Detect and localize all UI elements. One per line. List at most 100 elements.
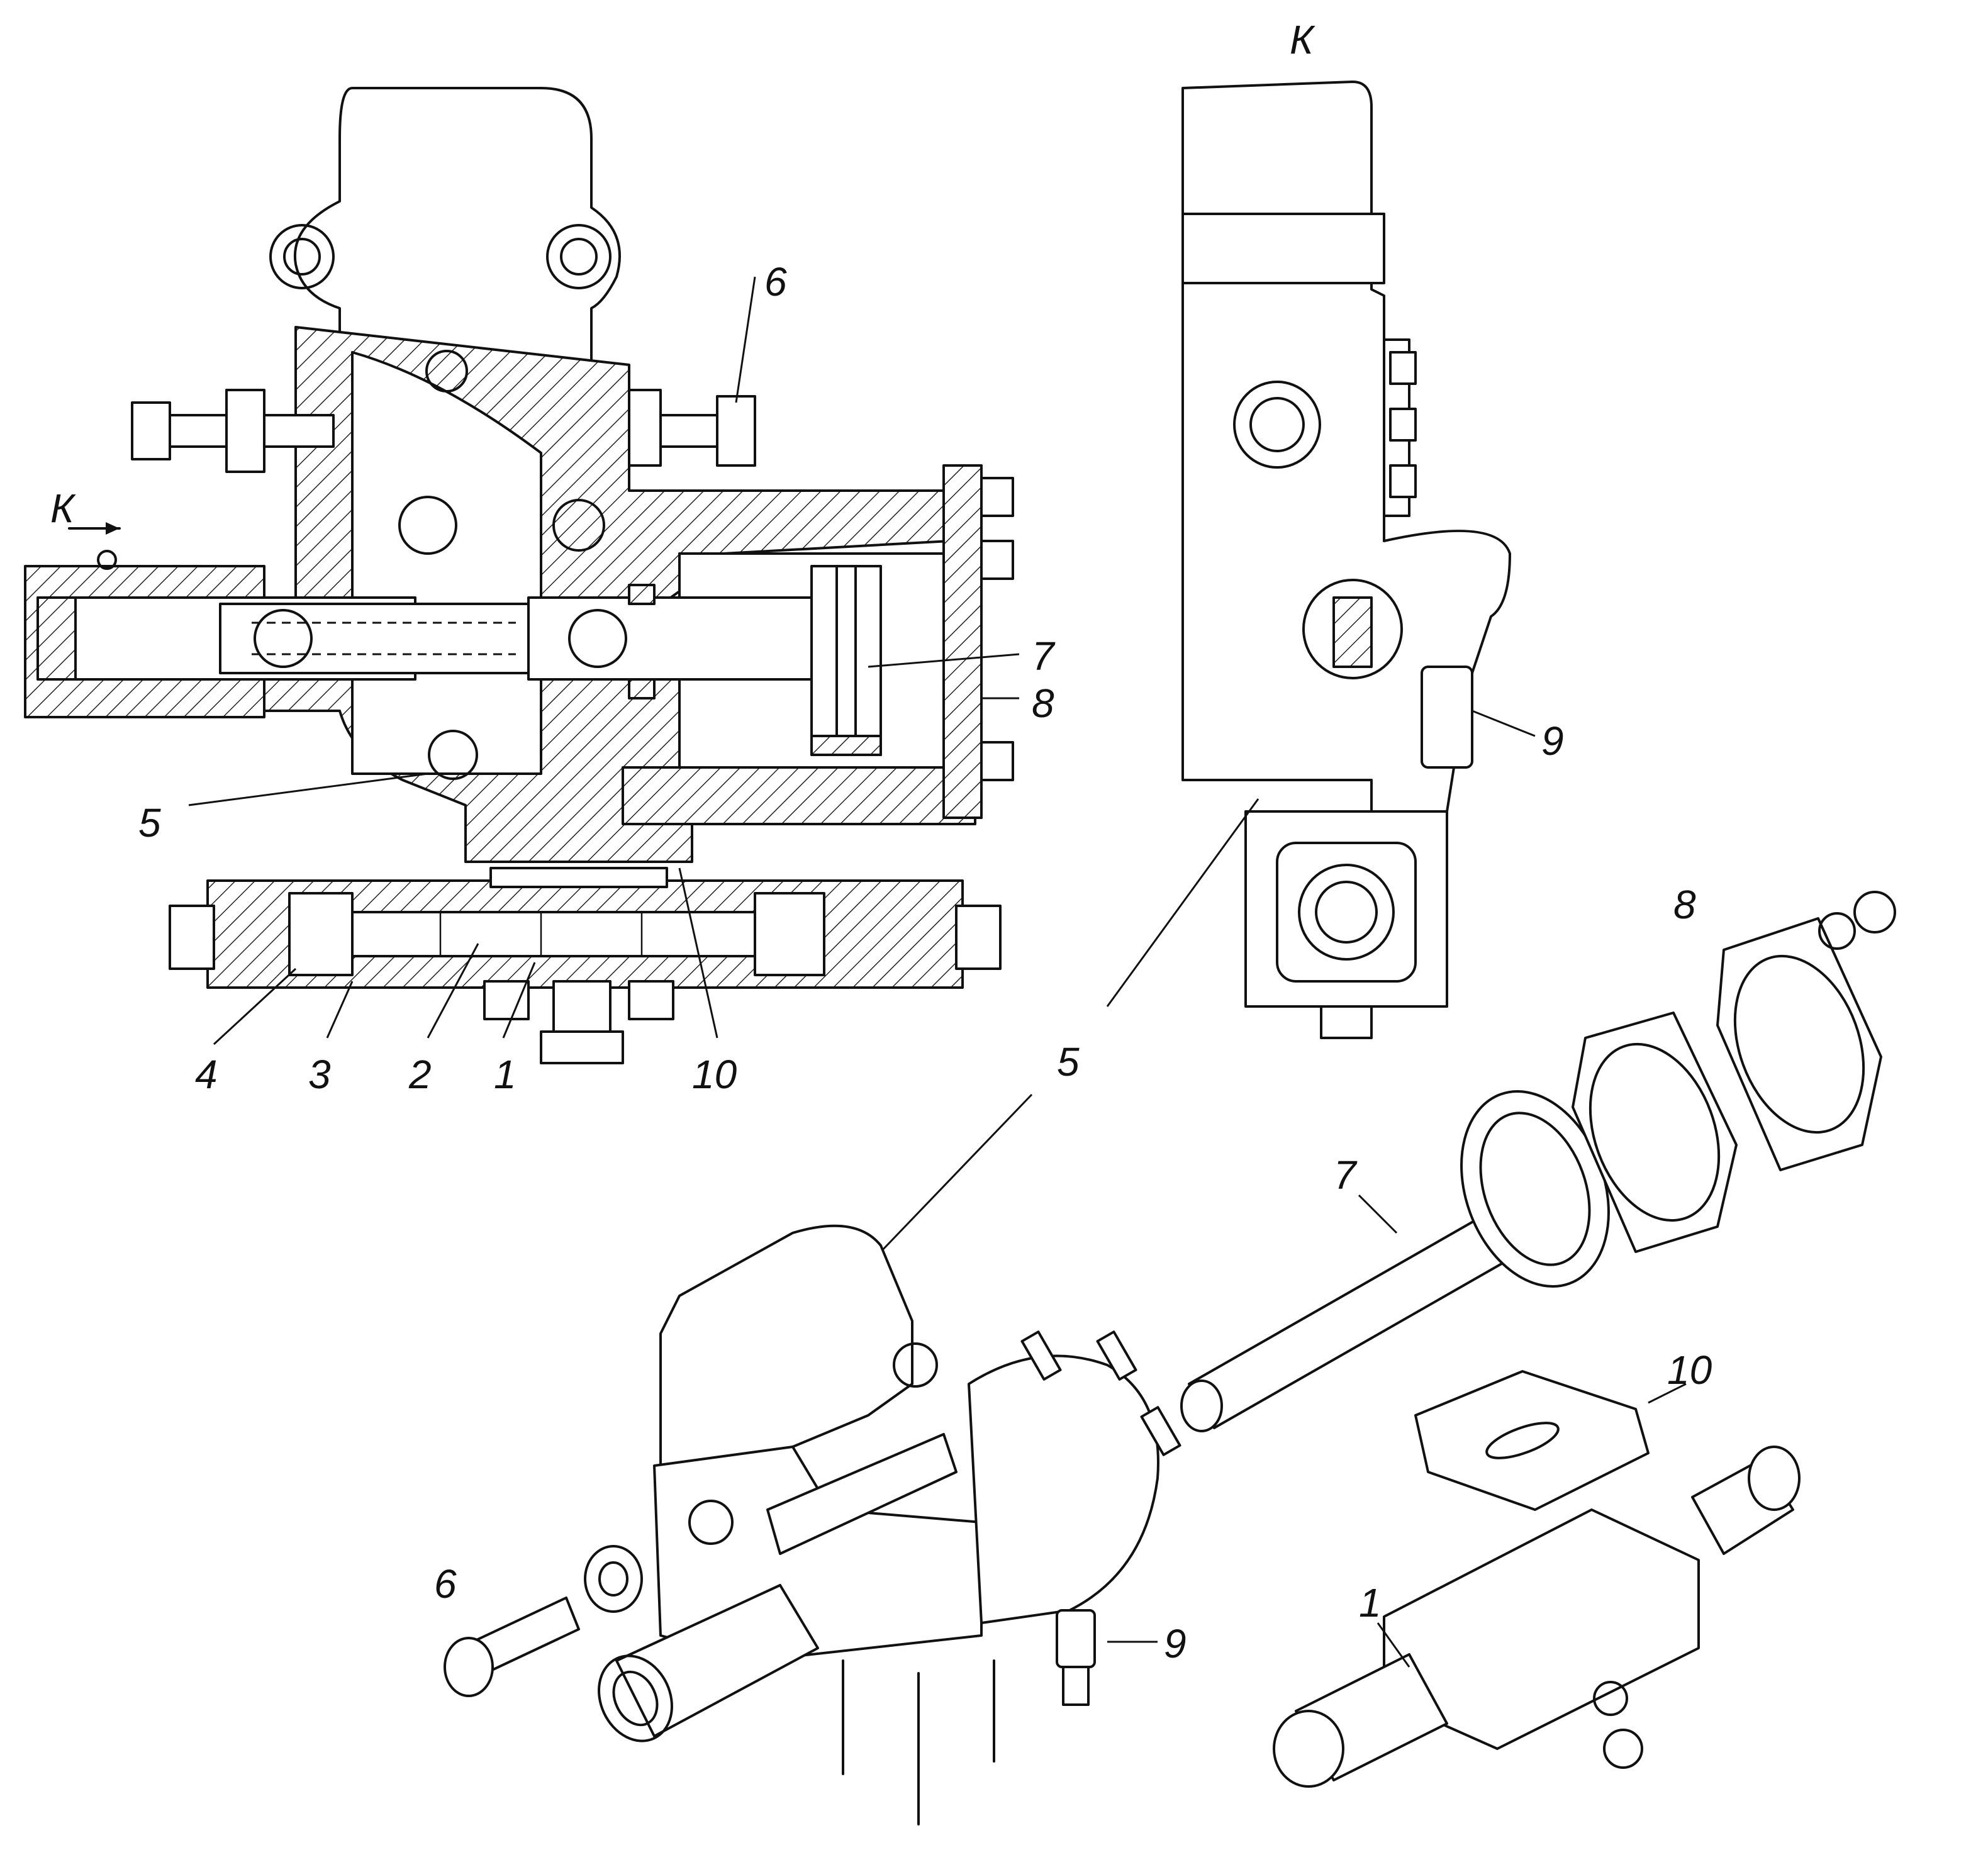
exploded-gasket — [1572, 1012, 1738, 1253]
bracket-hole-left — [269, 224, 335, 289]
leader-7 — [868, 653, 1020, 668]
exploded-callout-8: 8 — [1673, 882, 1696, 927]
exploded-cover-8 — [1716, 917, 1882, 1171]
exploded-piston-7 — [1180, 1090, 1610, 1432]
side-nut-inner — [1249, 397, 1305, 452]
exploded-shaft-tube — [615, 1584, 819, 1737]
valve-block — [169, 867, 1002, 1064]
lower-wall — [622, 766, 976, 825]
exploded-leader-1 — [1377, 1622, 1410, 1668]
leader-6 — [735, 276, 756, 403]
exploded-callout-5: 5 — [1057, 1039, 1080, 1084]
pin-left — [254, 609, 313, 668]
exploded-housing — [659, 1224, 913, 1486]
exploded-leader-10 — [1648, 1383, 1687, 1404]
side-valve-plate — [1276, 842, 1417, 983]
cylinder-stud-3 — [1140, 1406, 1181, 1456]
leader-2 — [427, 943, 479, 1039]
exploded-callout-10: 10 — [1667, 1347, 1712, 1393]
cylinder-stud-1 — [1020, 1330, 1062, 1381]
splined-shaft — [219, 603, 536, 674]
callout-10: 10 — [692, 1052, 737, 1097]
lug-hole — [97, 550, 117, 570]
view-k-label: К — [1290, 17, 1315, 62]
exploded-cylinder — [968, 1354, 1159, 1624]
exploded-washer-nut — [1818, 891, 1896, 950]
pin-right — [568, 609, 627, 668]
callout-2: 2 — [408, 1052, 432, 1097]
seal-lower — [628, 678, 656, 699]
exploded-gasket-10 — [1414, 1370, 1650, 1511]
callout-6: 6 — [764, 259, 787, 304]
side-bolt-1 — [1389, 351, 1417, 385]
valve-screw-right — [628, 980, 674, 1020]
top-bolt — [425, 350, 468, 393]
callout-3: 3 — [308, 1052, 331, 1097]
shaft-tube-end — [598, 1654, 673, 1742]
side-leader-9 — [1471, 710, 1536, 737]
piston-7 — [810, 565, 882, 756]
gasket-10 — [489, 867, 668, 888]
exploded-callout-7: 7 — [1334, 1152, 1358, 1198]
exploded-view: 5 6 9 — [434, 882, 1896, 1825]
side-valve-port-inner — [1315, 881, 1378, 944]
bracket-hole-right — [546, 224, 611, 289]
side-nut — [1233, 381, 1321, 469]
exploded-cover-plate — [766, 1433, 958, 1555]
cylinder-stud-2 — [1096, 1330, 1137, 1381]
leader-4 — [213, 967, 297, 1045]
view-arrowhead — [106, 522, 120, 535]
leader-1 — [502, 962, 536, 1039]
exploded-fitting-9 — [1056, 1609, 1096, 1706]
valve-piston-left — [288, 892, 354, 976]
side-shaft-bore — [1302, 579, 1403, 679]
arrow-k-label: К — [50, 486, 76, 531]
callout-4: 4 — [195, 1052, 218, 1097]
seal-upper — [628, 584, 656, 605]
exploded-housing-hole — [893, 1342, 938, 1388]
valve-screw-left — [483, 980, 530, 1020]
exploded-leader-5 — [880, 1093, 1033, 1253]
cover-bolt-3 — [980, 741, 1014, 781]
bracket-hole-right-inner — [560, 238, 598, 276]
side-view-k: К 9 — [1106, 17, 1564, 1039]
valve-nut-right — [955, 905, 1002, 970]
side-leader-5 — [1106, 798, 1259, 1007]
exploded-callout-6: 6 — [434, 1561, 457, 1607]
exploded-callout-9: 9 — [1164, 1621, 1187, 1666]
side-band — [1181, 213, 1385, 284]
stud-bolt-left — [131, 389, 335, 473]
side-bolt-2 — [1389, 408, 1417, 442]
lever-arm — [527, 596, 819, 681]
leader-3 — [326, 981, 354, 1039]
shaft-hidden-lines — [252, 621, 516, 655]
exploded-bolt-6 — [444, 1545, 643, 1697]
mounting-bracket — [293, 87, 621, 379]
shaft-end-plug — [36, 596, 77, 681]
cover-bolt-1 — [980, 477, 1014, 517]
exploded-nut — [1603, 1729, 1643, 1769]
side-fitting-9 — [1421, 666, 1473, 769]
callout-7: 7 — [1032, 633, 1056, 679]
leader-10 — [678, 867, 718, 1039]
side-callout-9: 9 — [1541, 718, 1564, 764]
side-valve-nut — [1320, 1005, 1373, 1039]
end-cover-8 — [942, 464, 983, 819]
lower-bolt-hole — [428, 730, 478, 780]
side-valve-port — [1298, 864, 1395, 961]
leader-5 — [188, 772, 428, 806]
valve-nut-left — [169, 905, 215, 970]
callout-8: 8 — [1032, 681, 1054, 726]
callout-1: 1 — [494, 1052, 517, 1097]
exploded-callout-1: 1 — [1359, 1580, 1382, 1625]
exploded-washer — [1593, 1681, 1628, 1716]
valve-bottom-nut — [540, 1030, 624, 1064]
section-view: К 6 7 8 5 4 3 2 1 10 — [24, 87, 1056, 1097]
exploded-valve-1 — [1273, 1446, 1801, 1788]
exploded-port — [688, 1500, 734, 1545]
valve-spool-2 — [351, 911, 756, 957]
side-shaft-section — [1332, 596, 1373, 668]
bracket-hole-left-inner — [283, 238, 321, 276]
